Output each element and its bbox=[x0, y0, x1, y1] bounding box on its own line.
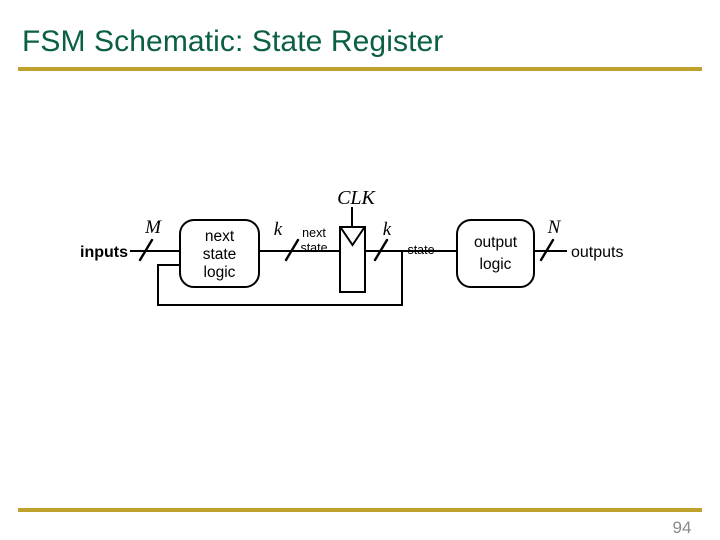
output-logic-label-line2: logic bbox=[480, 256, 512, 273]
signal-label-next-state-line1: next bbox=[302, 226, 326, 240]
title-divider-rule bbox=[18, 67, 702, 71]
next-state-logic-label-line1: next bbox=[205, 228, 235, 245]
signal-label-state: state bbox=[407, 243, 434, 257]
clock-label: CLK bbox=[337, 187, 376, 209]
page-title: FSM Schematic: State Register bbox=[22, 25, 444, 58]
next-state-logic-label-line2: state bbox=[203, 246, 237, 263]
wire-state-feedback-path bbox=[157, 250, 403, 306]
port-label-inputs: inputs bbox=[80, 244, 128, 261]
fsm-schematic-diagram: next state logic output logic M k k N ne… bbox=[0, 150, 720, 350]
port-label-outputs: outputs bbox=[571, 244, 623, 261]
signal-label-next-state-line2: state bbox=[300, 241, 327, 255]
bus-width-label-state: k bbox=[383, 219, 392, 240]
bus-tick-inputs bbox=[138, 238, 154, 262]
clock-edge-triangle-icon bbox=[340, 227, 365, 247]
output-logic-label-line1: output bbox=[474, 234, 518, 251]
bus-tick-outputs bbox=[539, 238, 555, 262]
bus-tick-next-state bbox=[284, 238, 300, 262]
bus-tick-state bbox=[373, 238, 389, 262]
bus-width-label-inputs: M bbox=[144, 217, 162, 238]
bus-width-label-next-state: k bbox=[274, 219, 283, 240]
next-state-logic-block bbox=[179, 219, 260, 288]
state-register-block bbox=[339, 226, 366, 293]
footer-divider-rule bbox=[18, 508, 702, 512]
output-logic-block bbox=[456, 219, 535, 288]
bus-width-label-outputs: N bbox=[547, 217, 562, 238]
next-state-logic-label-line3: logic bbox=[204, 264, 236, 281]
page-number: 94 bbox=[672, 518, 692, 537]
